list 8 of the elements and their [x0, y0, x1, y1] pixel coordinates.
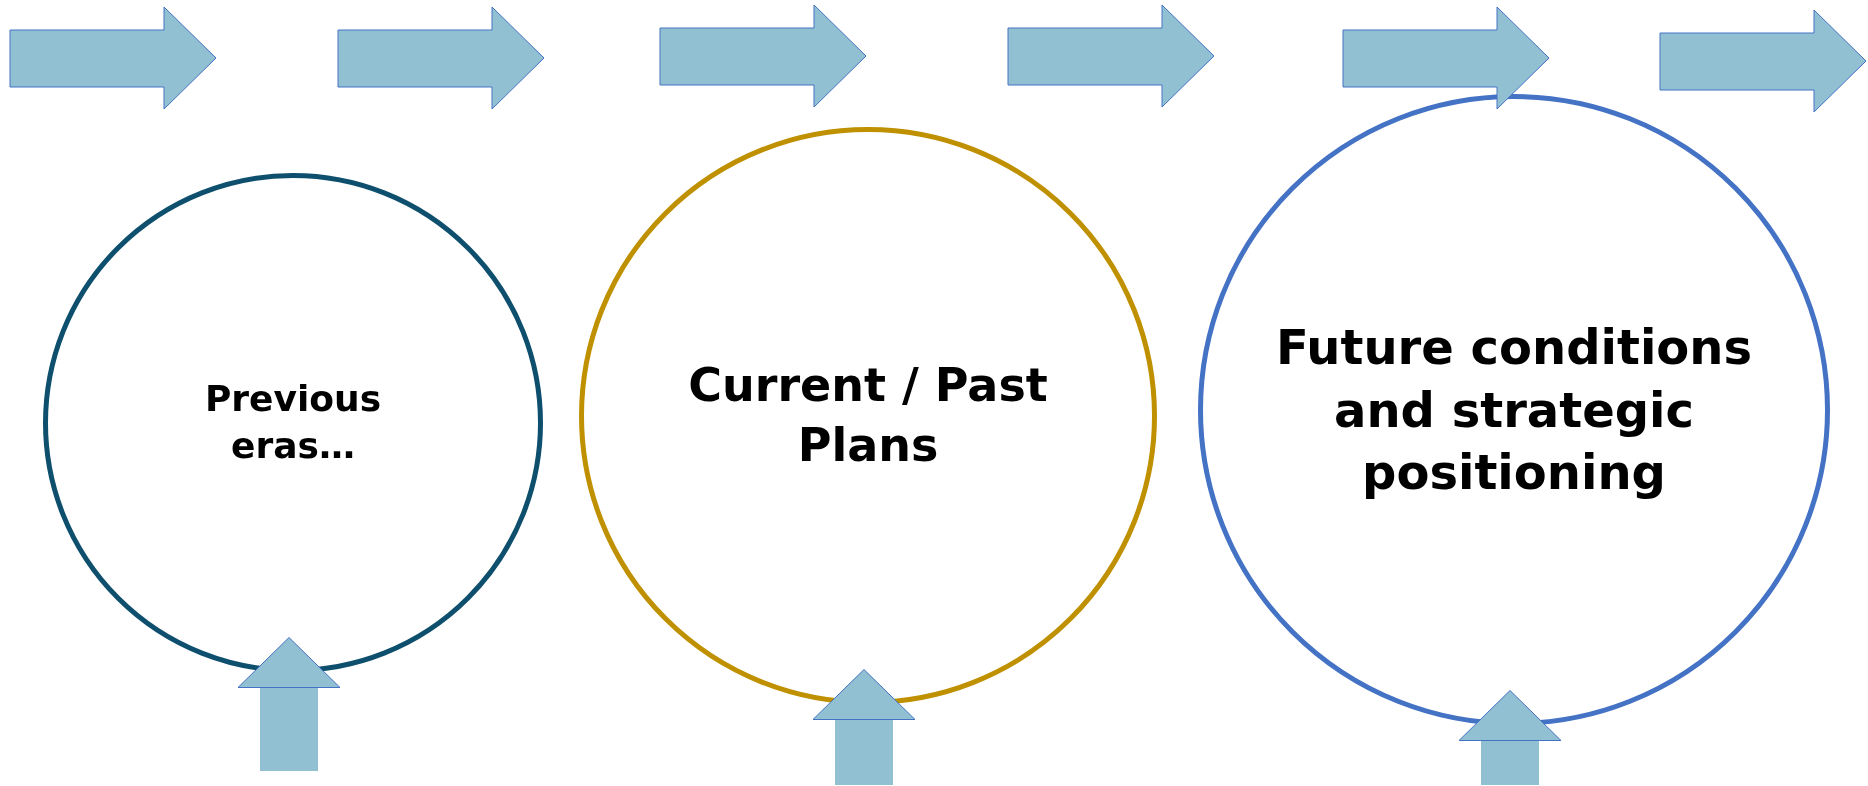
circle-node — [579, 127, 1157, 705]
circle-node — [43, 173, 543, 673]
block-arrow — [237, 637, 341, 771]
node-label: Previous eras… — [203, 377, 383, 468]
node-label: Current / Past Plans — [687, 357, 1049, 474]
block-arrow — [1458, 690, 1562, 785]
node-label: Future conditions and strategic positioning — [1274, 318, 1754, 503]
block-arrow — [812, 669, 916, 785]
